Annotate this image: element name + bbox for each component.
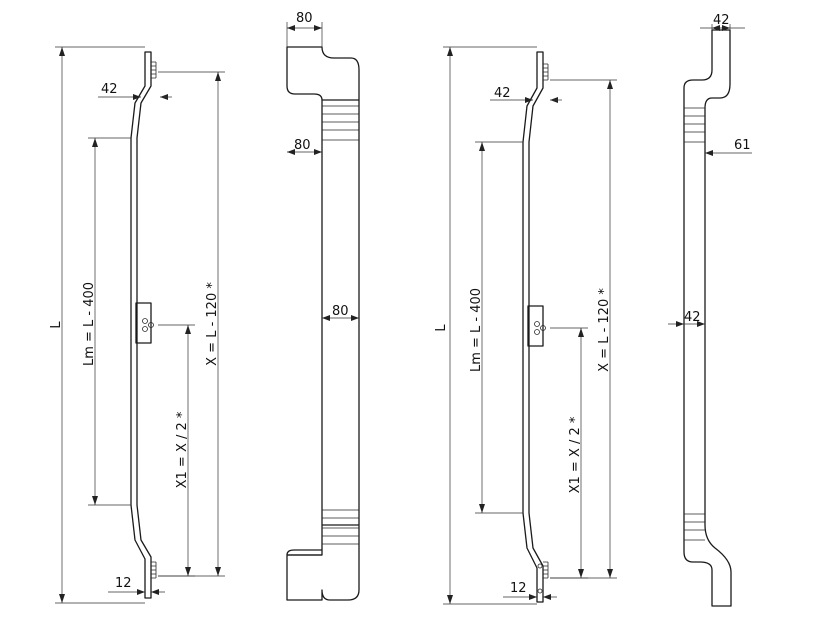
right-front-bottom-teeth	[537, 561, 549, 594]
left-profile-part-outline	[286, 46, 360, 601]
right-profile-view: 42 61 42	[668, 13, 752, 607]
left-front-center-offset-label: X = L - 120 *	[205, 282, 220, 366]
left-front-top-offset-label: 42	[101, 82, 118, 97]
left-profile-top-bands	[322, 105, 359, 141]
left-front-half-offset-label: X1 = X / 2 *	[175, 411, 190, 488]
left-profile-bottom-bands	[322, 509, 359, 545]
right-front-rod-length-label: Lm = L - 400	[469, 288, 484, 372]
left-front-top-teeth	[151, 61, 157, 79]
right-front-view: L 42 Lm = L - 400 X = L - 120 * X1 = X /…	[434, 46, 617, 605]
left-profile-body-width-label: 80	[332, 304, 349, 319]
right-profile-bottom-bands	[684, 513, 705, 541]
left-front-bottom-teeth	[151, 561, 157, 579]
right-front-part-outline	[522, 51, 544, 603]
left-profile-step-label: 80	[294, 138, 311, 153]
left-profile-top-width-label: 80	[296, 11, 313, 26]
left-profile-view: 80 80 80	[286, 11, 360, 601]
left-front-view: L 42 Lm = L - 400 X = L - 120 * X1 = X /…	[49, 46, 225, 604]
right-profile-top-bands	[684, 107, 705, 143]
right-front-top-offset-label: 42	[494, 86, 511, 101]
right-profile-body-width-label: 42	[684, 310, 701, 325]
left-front-bottom-offset-label: 12	[115, 576, 132, 591]
right-front-latch-block	[527, 305, 544, 347]
right-profile-part-outline	[683, 29, 732, 607]
right-front-bottom-offset-label: 12	[510, 581, 527, 596]
left-front-rod-length-label: Lm = L - 400	[82, 282, 97, 366]
left-front-latch-block	[135, 302, 152, 344]
left-front-part-outline	[130, 51, 152, 599]
right-front-half-offset-label: X1 = X / 2 *	[568, 416, 583, 493]
right-front-center-offset-label: X = L - 120 *	[597, 288, 612, 372]
right-profile-step-label: 61	[734, 138, 751, 153]
right-front-overall-label: L	[434, 324, 449, 332]
right-front-top-teeth	[543, 63, 549, 81]
left-front-overall-label: L	[49, 321, 64, 329]
right-profile-top-width-label: 42	[713, 13, 730, 28]
